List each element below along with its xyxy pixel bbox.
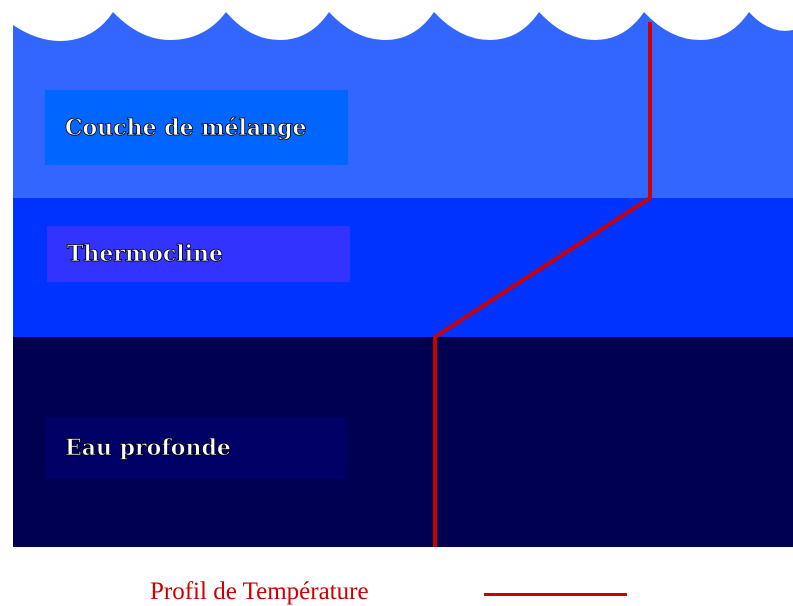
deep-water-label: Eau profonde [45,417,348,479]
temperature-profile-line [433,22,652,547]
legend-line-swatch [484,593,627,596]
thermocline-label: Thermocline [47,226,350,282]
legend-label: Profil de Température [150,578,369,605]
mixed-layer-label-text: Couche de mélange [65,114,307,141]
mixed-layer-label: Couche de mélange [45,90,348,165]
thermocline-label-text: Thermocline [67,241,224,268]
deep-water-label-text: Eau profonde [65,435,232,462]
